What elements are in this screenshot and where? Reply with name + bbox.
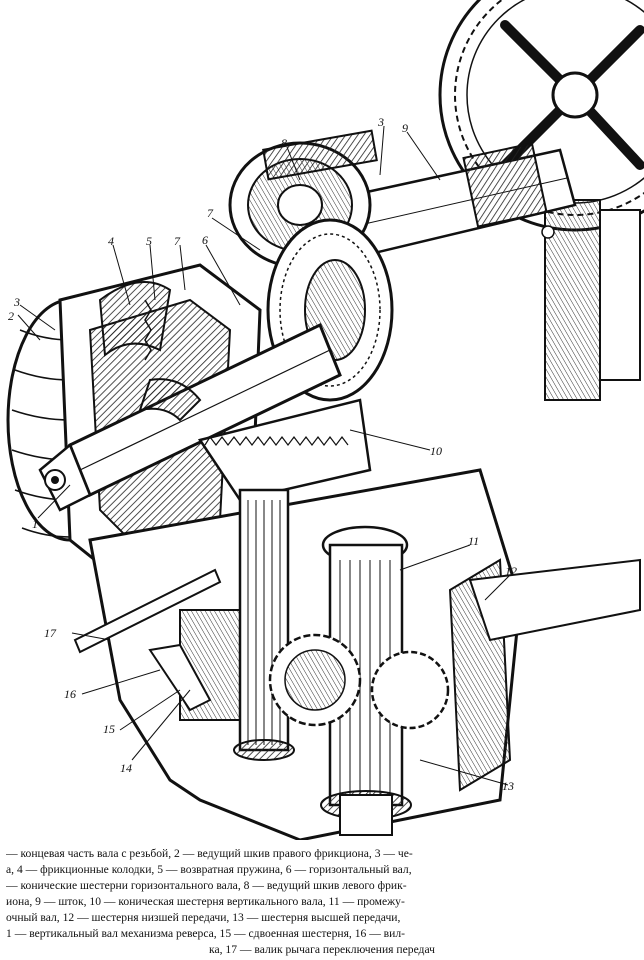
callout-labels: 1 2 3 3 4 5 6 7 7 8 9 10 11 12 13 14 15 …	[8, 115, 517, 793]
callout-5: 5	[146, 234, 152, 248]
callout-1: 1	[32, 517, 38, 531]
gearbox-illustration: 1 2 3 3 4 5 6 7 7 8 9 10 11 12 13 14 15 …	[6, 0, 644, 842]
callout-7-left: 7	[174, 234, 181, 248]
mechanism-drawing: 1 2 3 3 4 5 6 7 7 8 9 10 11 12 13 14 15 …	[6, 0, 644, 842]
callout-13: 13	[502, 779, 514, 793]
caption-line: иона, 9 — шток, 10 — коническая шестерня…	[6, 895, 405, 908]
callout-7-right: 7	[207, 206, 214, 220]
right-support-frame	[544, 199, 641, 401]
callout-2: 2	[8, 309, 14, 323]
return-spring	[144, 299, 152, 361]
leader-lines	[17, 125, 511, 786]
caption-line: а, 4 — фрикционные колодки, 5 — возвратн…	[6, 863, 412, 876]
caption-line: ка, 17 — валик рычага переключения перед…	[209, 943, 435, 956]
caption-line: — концевая часть вала с резьбой, 2 — вед…	[6, 847, 413, 860]
caption-line: 1 — вертикальный вал механизма реверса, …	[6, 927, 406, 940]
figure-caption: — концевая часть вала с резьбой, 2 — вед…	[6, 846, 638, 958]
callout-6: 6	[202, 233, 208, 247]
callout-14: 14	[120, 761, 132, 775]
high-gear	[370, 650, 450, 730]
reverse-vertical-shaft	[233, 488, 295, 761]
shift-rod	[73, 568, 222, 654]
callout-10: 10	[430, 444, 442, 458]
friction-shoes	[98, 281, 202, 422]
caption-line: — конические шестерни горизонтального ва…	[6, 879, 407, 892]
vertical-bevel-gear	[197, 398, 372, 502]
callout-11: 11	[468, 534, 479, 548]
callout-4: 4	[108, 234, 114, 248]
callout-8: 8	[281, 136, 287, 150]
callout-3-right: 3	[377, 115, 384, 129]
callout-15: 15	[103, 722, 115, 736]
low-gear	[268, 633, 362, 727]
callout-12: 12	[505, 564, 517, 578]
shift-fork	[148, 643, 212, 712]
callout-9: 9	[402, 121, 408, 135]
callout-16: 16	[64, 687, 76, 701]
callout-17: 17	[44, 626, 57, 640]
right-horizontal-shaft	[328, 142, 577, 262]
callout-3-left: 3	[13, 295, 20, 309]
main-horizontal-shaft	[38, 322, 342, 512]
caption-line: очный вал, 12 — шестерня низшей передачи…	[6, 911, 401, 924]
